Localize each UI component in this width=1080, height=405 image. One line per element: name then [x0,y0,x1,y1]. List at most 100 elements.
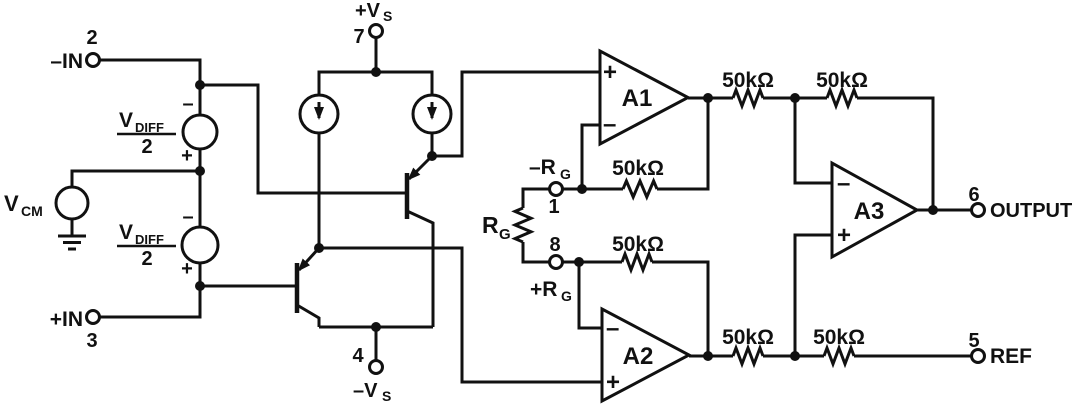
junction-dots [195,67,938,361]
pos-supply-sub: S [383,8,392,24]
a1-triangle [598,48,692,147]
vdiff-top-den: 2 [141,136,152,158]
neg-supply-terminal [368,359,384,375]
junction-dot [314,243,324,253]
a1-pos-input-wire [432,70,600,158]
pos-in-terminal [85,309,101,325]
wires [70,38,972,384]
opamp-a2: – + A2 [600,306,693,404]
labels: –IN 2 +IN 3 V CM V DIFF 2 – + V DIFF 2 –… [4,0,1072,404]
vdiff-bottom-den: 2 [141,248,152,270]
vdiff-source-top [181,113,219,151]
vdiff-top-sub: DIFF [135,120,164,135]
q1-emitter [407,154,434,181]
pos-rg-sub: G [561,288,572,304]
junction-dot [790,93,800,103]
vcm-label: V [4,191,19,216]
ref-resistor-label: 50kΩ [813,326,865,349]
vdiff-bottom-v: V [119,221,133,244]
vcm-label-sub: CM [21,203,43,219]
output-pin: 6 [968,184,979,206]
rg-label-sub: G [499,226,511,243]
a2-triangle [600,306,693,404]
a2-feedback-resistor-label: 50kΩ [612,233,664,256]
neg-in-terminal [85,52,101,68]
junction-dot [371,67,381,77]
a3-minus-sign: – [837,170,850,197]
a1-feedback-resistor [621,177,659,201]
junction-dot [371,322,381,332]
vdiff-top-minus: – [182,93,193,115]
neg-rg-sub: G [560,166,571,182]
neg-supply-sub: S [382,388,391,404]
a2-minus-sign: – [606,315,619,342]
vdiff-bottom-plus: + [181,258,193,280]
junction-dot [195,80,205,90]
junction-dot [427,151,437,161]
vcm-source [54,185,90,251]
q1-collector [406,209,435,327]
output-terminal [970,202,986,218]
junction-dot [195,166,205,176]
junction-dot [928,205,938,215]
transistor-q1 [404,154,435,327]
pos-rg-label: +R [530,278,557,301]
q1-base-wire [200,83,405,195]
a1-feedback-resistor-label: 50kΩ [612,157,664,180]
neg-supply-pin: 4 [352,345,364,367]
a2-feedback-resistor [620,249,654,275]
a2-feedback-wire [652,260,710,356]
a1-minus-sign: – [603,111,616,138]
a2-plus-sign: + [606,369,620,396]
transistor-q2 [294,246,321,327]
a2-output-resistor-label: 50kΩ [722,326,774,349]
ref-resistor [822,343,856,369]
junction-dot [790,351,800,361]
a2-neg-input-wire [577,262,602,330]
a3-neg-input-wire [793,98,832,185]
rg-gain-resistor [511,206,535,244]
current-source-right [411,93,453,135]
a2-label: A2 [623,343,654,370]
vdiff-top-v: V [119,109,133,132]
output-label: OUTPUT [990,200,1072,222]
a3-plus-sign: + [837,222,851,249]
pos-rg-terminal [548,254,564,270]
neg-rg-terminal [548,181,564,197]
a1-label: A1 [622,85,653,112]
vdiff-top-circle [181,113,219,151]
pos-supply-terminal [368,23,384,39]
vdiff-bottom-label: V DIFF 2 – + [117,206,194,280]
junction-dot [703,351,713,361]
a3-pos-input-wire [793,233,832,356]
vdiff-bottom-sub: DIFF [135,232,164,247]
a2-output-resistor [731,343,765,369]
rg-lower-lead [521,242,549,264]
opamp-a1: + – A1 [598,48,692,147]
ref-pin: 5 [968,330,979,352]
pos-in-label: +IN [50,308,83,331]
pos-rg-pin: 8 [549,234,560,256]
a1-feedback-wire [657,98,710,191]
a3-feedback-wire [857,96,935,210]
junction-dot [195,281,205,291]
a3-feedback-resistor [825,85,859,111]
opamp-a3: – + A3 [830,160,921,260]
a3-feedback-resistor-label: 50kΩ [816,69,868,92]
vcm-circle [54,185,90,221]
a3-triangle [830,160,921,260]
neg-in-label: –IN [50,50,83,73]
a1-output-resistor [731,85,765,111]
resistors [511,85,859,369]
a1-neg-input-wire [580,123,600,189]
neg-rg-pin: 1 [548,196,559,218]
vdiff-source-bottom [180,225,220,265]
junction-dot [577,184,587,194]
neg-supply-label: –V [353,380,378,402]
rg-label: R [482,212,499,238]
a1-output-resistor-label: 50kΩ [722,69,774,92]
ground-icon [58,234,86,251]
vdiff-bottom-minus: – [182,206,193,228]
